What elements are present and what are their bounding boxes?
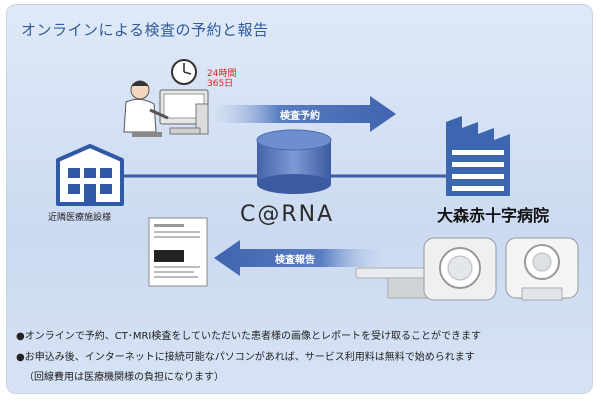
report-arrow <box>214 240 380 276</box>
carna-logo: C@RNA <box>240 202 335 227</box>
report-arrow-label: 検査報告 <box>275 255 315 266</box>
report-document-icon <box>148 217 208 287</box>
mri-scanner-icon <box>505 237 579 301</box>
clinic-building-icon <box>56 144 124 206</box>
availability-24h: 24時間 <box>207 69 237 79</box>
clinic-label: 近隣医療施設様 <box>48 213 112 223</box>
reservation-arrow-label: 検査予約 <box>280 111 320 122</box>
availability-365d: 365日 <box>207 79 234 89</box>
diagram-title: オンラインによる検査の予約と報告 <box>21 21 269 39</box>
database-cylinder-icon <box>256 129 332 194</box>
reservation-arrow <box>215 96 396 132</box>
note-3: （回線費用は医療機関様の負担になります） <box>24 372 224 383</box>
clock-icon <box>171 59 197 85</box>
doctor-at-computer-icon <box>123 80 209 137</box>
note-1: ●オンラインで予約、CT･MRI検査をしていただいた患者様の画像とレポートを受け… <box>16 331 482 342</box>
hospital-building-icon <box>446 116 510 196</box>
hospital-name: 大森赤十字病院 <box>437 206 550 225</box>
note-2: ●お申込み後、インターネットに接続可能なパソコンがあれば、サービス利用料は無料で… <box>16 352 475 363</box>
ct-scanner-icon <box>355 237 497 301</box>
